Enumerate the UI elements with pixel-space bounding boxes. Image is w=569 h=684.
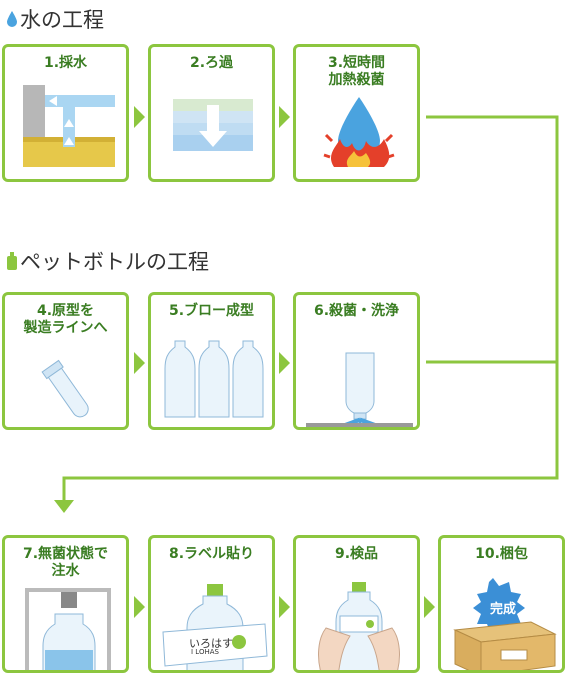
flow-arrow	[279, 596, 290, 618]
step-label: 2.ろ過	[189, 55, 234, 71]
step-label: 7.無菌状態で注水	[22, 546, 109, 579]
flow-arrow	[424, 596, 435, 618]
brand-sub-text: I LOHAS	[191, 648, 219, 656]
step-label: 3.短時間加熱殺菌	[327, 55, 386, 88]
step-label: 1.採水	[43, 55, 88, 71]
water-collection-illustration	[23, 85, 115, 167]
down-arrow	[54, 500, 74, 513]
filtration-illustration	[173, 99, 253, 151]
heat-sterilization-illustration	[323, 97, 395, 167]
sterilize-wash-illustration	[306, 352, 413, 427]
step-label: 9.検品	[334, 546, 379, 562]
flow-arrow	[134, 106, 145, 128]
step-2-filtration: 2.ろ過	[148, 44, 275, 182]
step-3-heat-sterilization: 3.短時間加熱殺菌	[293, 44, 420, 182]
complete-badge: 完成	[490, 602, 517, 617]
step-label: 4.原型を製造ラインへ	[23, 303, 108, 336]
step-1-water-collection: 1.採水	[2, 44, 129, 182]
flow-arrow	[134, 596, 145, 618]
brand-label-text: いろはす	[189, 637, 233, 650]
packing-illustration	[453, 578, 557, 670]
labeling-illustration	[162, 584, 268, 670]
water-drop-icon	[7, 11, 17, 27]
step-8-labeling: 8.ラベル貼り いろはす I LOHAS	[148, 535, 275, 673]
step-9-inspection: 9.検品	[293, 535, 420, 673]
bottle-icon	[7, 252, 17, 270]
preform-illustration	[41, 359, 89, 418]
flow-arrow	[279, 352, 290, 374]
flow-arrow	[279, 106, 290, 128]
step-label: 8.ラベル貼り	[168, 546, 255, 562]
water-section-title: 水の工程	[6, 4, 104, 34]
inspection-illustration	[318, 582, 400, 670]
step-7-aseptic-fill: 7.無菌状態で注水	[2, 535, 129, 673]
step-5-blow-molding: 5.ブロー成型	[148, 292, 275, 430]
step-label: 10.梱包	[475, 546, 528, 562]
step-6-sterilize-wash: 6.殺菌・洗浄	[293, 292, 420, 430]
blow-molding-illustration	[164, 340, 264, 418]
step-10-packing: 10.梱包 完成	[438, 535, 565, 673]
step-label: 5.ブロー成型	[168, 303, 255, 319]
aseptic-fill-illustration	[25, 588, 111, 670]
step-4-preform-to-line: 4.原型を製造ラインへ	[2, 292, 129, 430]
bottle-section-title: ペットボトルの工程	[6, 246, 209, 276]
step-label: 6.殺菌・洗浄	[313, 303, 400, 319]
flow-arrow	[134, 352, 145, 374]
